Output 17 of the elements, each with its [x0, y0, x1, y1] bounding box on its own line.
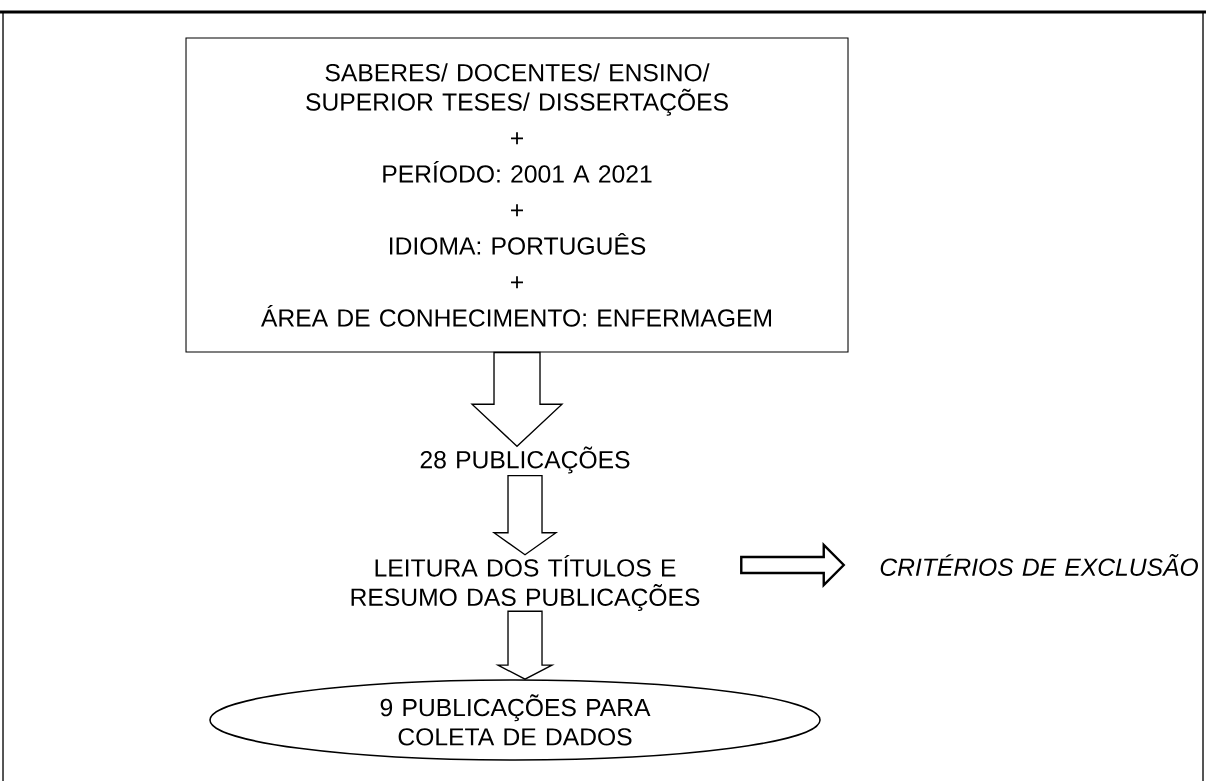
node-text: CRITÉRIOS DE EXCLUSÃO	[880, 554, 1198, 576]
block-arrow	[740, 542, 846, 588]
node-text: +	[511, 204, 523, 217]
node-text: SABERES/ DOCENTES/ ENSINO/ SUPERIOR TESES/ DISSERTAÇÕES	[306, 63, 728, 116]
node-text: IDIOMA: PORTUGUÊS	[390, 232, 646, 255]
node-text: 28 PUBLICAÇÕES	[420, 446, 630, 474]
node-text: +	[511, 276, 523, 289]
node-text: ÁREA DE CONHECIMENTO: ENFERMAGEM	[261, 305, 771, 327]
block-arrow	[470, 351, 564, 448]
node-text: 9 PUBLICAÇÕES PARA COLETA DE DADOS	[380, 694, 651, 746]
node-text: +	[511, 132, 523, 145]
block-arrow	[491, 475, 559, 556]
node-text: PERÍODO: 2001 A 2021	[383, 161, 652, 183]
block-arrow	[495, 610, 555, 680]
result-ellipse	[209, 679, 821, 761]
node-text: LEITURA DOS TÍTULOS E RESUMO DAS PUBLICAÇÕES	[351, 555, 700, 611]
criteria-box	[185, 37, 849, 353]
